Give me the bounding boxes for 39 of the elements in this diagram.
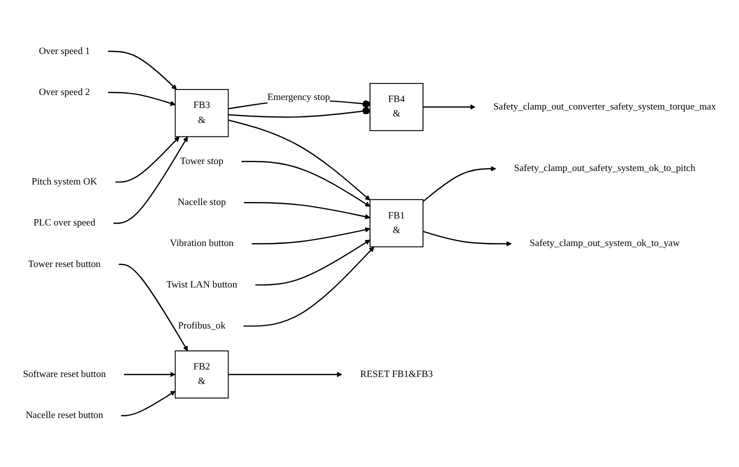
arrow bbox=[121, 390, 176, 416]
node-text: Tower stop bbox=[180, 156, 224, 166]
arrow bbox=[252, 227, 370, 244]
arrow bbox=[113, 136, 188, 224]
arrow bbox=[244, 202, 370, 220]
arrow bbox=[228, 372, 342, 378]
node-text: RESET FB1&FB3 bbox=[360, 369, 433, 380]
node-text: Software reset button bbox=[22, 369, 106, 380]
node-box: FB3 & bbox=[174, 89, 229, 138]
connector bbox=[228, 107, 370, 118]
node-text: Safety_clamp_out_converter_safety_system_torque_max bbox=[493, 102, 716, 112]
arrow bbox=[124, 372, 176, 378]
node-text: Tower reset button bbox=[28, 258, 101, 270]
arrow bbox=[108, 92, 176, 106]
node-box: FB1 & bbox=[370, 199, 424, 248]
node-text: Over speed 2 bbox=[38, 87, 90, 98]
arrow bbox=[422, 166, 496, 202]
node-text: Pitch system OK bbox=[32, 176, 98, 187]
node-text: Safety_clamp_out_safety_system_ok_to_pitch bbox=[514, 163, 696, 174]
node-box: FB4 & bbox=[370, 82, 424, 132]
node-text: Profibus_ok bbox=[178, 320, 226, 331]
node-text: Vibration button bbox=[170, 238, 234, 249]
node-text: Nacelle stop bbox=[178, 197, 226, 208]
arrow bbox=[241, 160, 370, 207]
arrow bbox=[422, 230, 512, 246]
arrow bbox=[228, 119, 370, 201]
node-box: FB2 & bbox=[174, 350, 229, 399]
node-text: Over speed 1 bbox=[38, 46, 90, 56]
edge-label: Emergency stop bbox=[267, 92, 330, 102]
arrow bbox=[115, 136, 180, 183]
arrow bbox=[108, 50, 177, 90]
node-text: Nacelle reset button bbox=[26, 410, 104, 420]
node-text: PLC over speed bbox=[33, 218, 96, 228]
arrow bbox=[255, 240, 370, 286]
node-text: Safety_clamp_out_system_ok_to_yaw bbox=[530, 238, 680, 249]
arrow bbox=[118, 264, 188, 352]
arrow bbox=[423, 104, 476, 110]
arrow bbox=[244, 246, 374, 327]
node-text: Twist LAN button bbox=[166, 279, 238, 290]
